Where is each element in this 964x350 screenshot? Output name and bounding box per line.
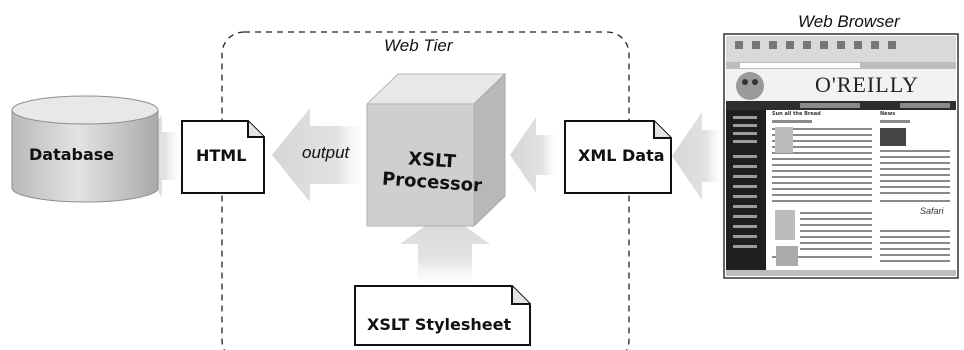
arrow-xml-to-processor [510,117,560,193]
browser-section-heading-2: News [880,111,896,117]
xml-document-label: XML Data [578,146,665,165]
browser-section-heading-1: Sun all the Bread [772,111,821,117]
html-document-icon [181,120,265,194]
arrow-output [272,108,372,202]
web-browser-screenshot [723,33,959,279]
browser-badge: Safari [920,206,944,216]
output-edge-label: output [302,143,350,162]
web-tier-label: Web Tier [384,36,453,55]
web-tier-boundary [221,31,630,350]
web-browser-label: Web Browser [798,12,900,31]
stylesheet-document-icon [354,285,531,346]
arrow-browser-to-xml [672,112,725,200]
xslt-processor-cube [365,72,507,228]
browser-brand-logo: O'REILLY [815,72,919,97]
arrow-stylesheet-to-processor [400,212,490,292]
database-icon [11,95,159,203]
database-label: Database [29,145,115,164]
xml-document-icon [564,120,672,194]
html-document-label: HTML [196,146,247,165]
stylesheet-document-label: XSLT Stylesheet [367,315,512,334]
